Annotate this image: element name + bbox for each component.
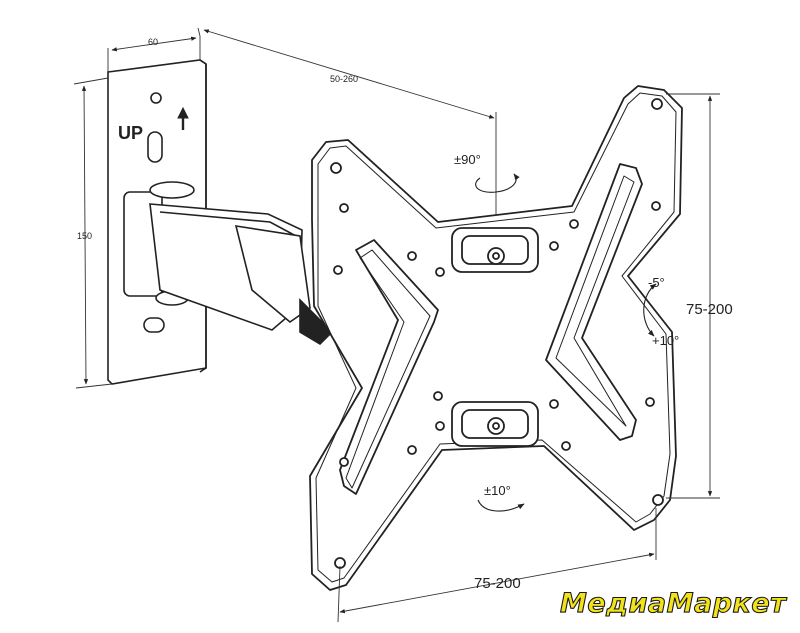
brand-watermark: МедиаМаркет xyxy=(560,588,787,619)
rotation-arrows xyxy=(475,173,657,512)
vesa-plate xyxy=(309,85,683,591)
up-arrow-icon xyxy=(177,106,189,130)
dim-vesa-horizontal-label: 75-200 xyxy=(474,575,521,592)
tilt-up-label: +10° xyxy=(652,333,679,348)
dimension-lines xyxy=(73,27,720,623)
tilt-down-label: -5° xyxy=(648,275,665,290)
up-label: UP xyxy=(118,123,143,143)
dim-150-label: 150 xyxy=(77,231,92,241)
swivel-label: ±90° xyxy=(454,152,481,167)
dim-vesa-vertical-label: 75-200 xyxy=(686,301,733,318)
dim-60-label: 60 xyxy=(148,37,158,47)
rotation-label: ±10° xyxy=(484,483,511,498)
swivel-arm xyxy=(123,181,334,346)
dim-50-260-label: 50-260 xyxy=(330,74,358,84)
